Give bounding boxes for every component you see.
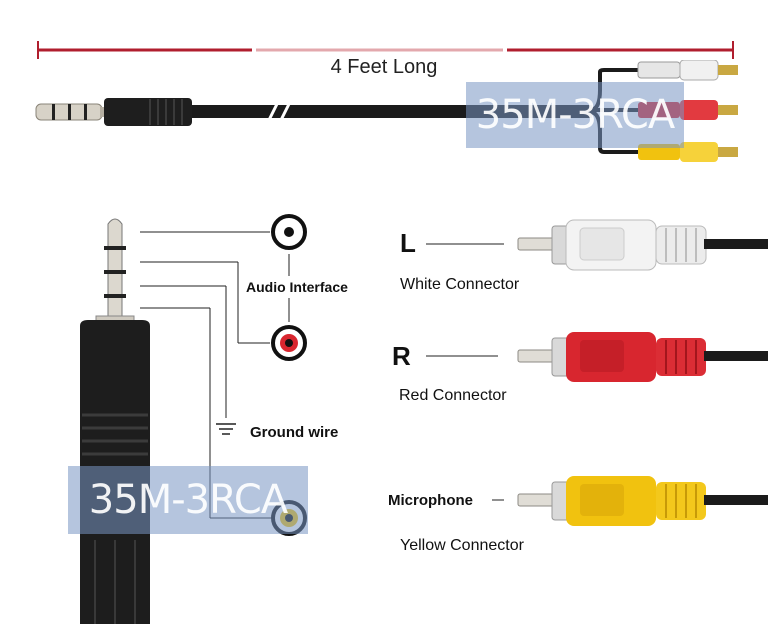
length-label: 4 Feet Long — [330, 56, 438, 78]
watermark-top: 35M-3RCA — [466, 82, 684, 148]
yellow-connector-caption: Yellow Connector — [400, 537, 524, 554]
red-connector-caption: Red Connector — [399, 387, 507, 404]
connector-l-letter: L — [400, 228, 416, 258]
white-connector-caption: White Connector — [400, 276, 520, 293]
rca-connectors-image — [400, 212, 768, 612]
plug-wiring-diagram — [60, 210, 380, 624]
ground-wire-label: Ground wire — [250, 424, 339, 441]
watermark-bottom: 35M-3RCA — [68, 466, 308, 534]
connector-r-letter: R — [392, 341, 411, 371]
length-measure-line — [37, 40, 734, 60]
microphone-label: Microphone — [388, 492, 473, 509]
audio-interface-label: Audio Interface — [246, 279, 348, 295]
